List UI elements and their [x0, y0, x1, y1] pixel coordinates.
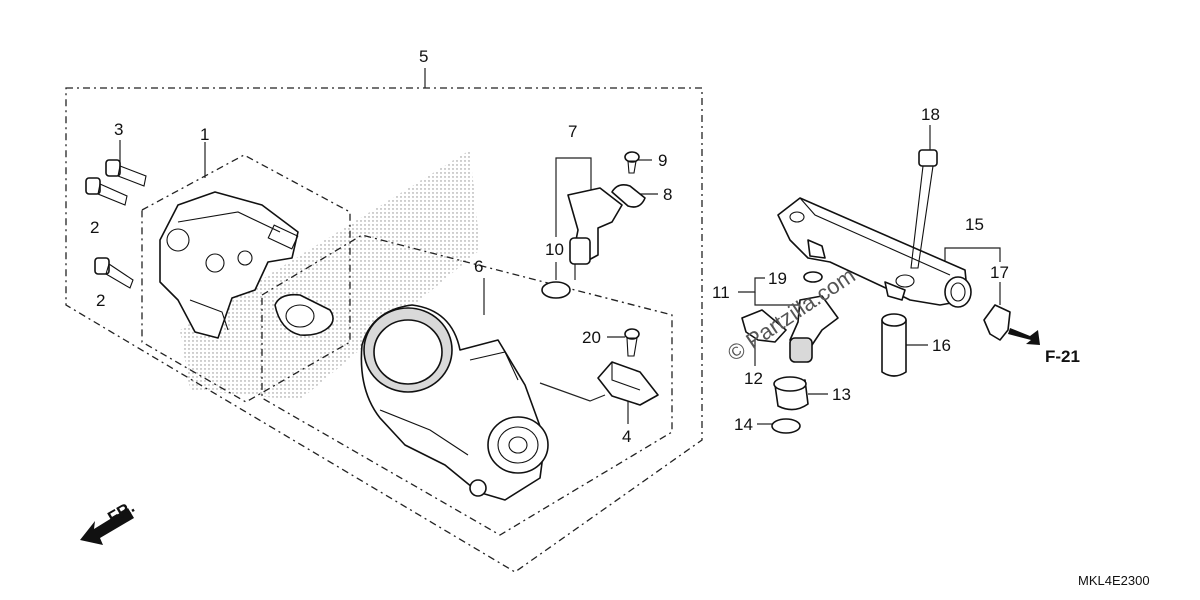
front-direction-arrow-icon — [80, 508, 134, 545]
clip-part-17 — [983, 304, 1011, 341]
o-ring-part-10 — [541, 281, 571, 299]
seal-part-13 — [773, 376, 809, 411]
bolt-part-2-upper — [85, 177, 128, 206]
callout-13: 13 — [832, 385, 851, 404]
callout-20: 20 — [582, 328, 601, 347]
injector-part-11 — [789, 295, 839, 363]
gasket — [274, 293, 334, 336]
callout-9: 9 — [658, 151, 667, 170]
subframe-1 — [141, 154, 351, 403]
callout-2-upper: 2 — [90, 218, 99, 237]
callout-16: 16 — [932, 336, 951, 355]
sensor-part-7 — [567, 187, 623, 280]
callout-3: 3 — [114, 120, 123, 139]
callout-17: 17 — [990, 263, 1009, 282]
ref-arrow-label: F-21 — [1045, 347, 1080, 366]
callout-12: 12 — [744, 369, 763, 388]
callout-11: 11 — [712, 283, 730, 302]
callout-14: 14 — [734, 415, 753, 434]
fuel-rail-part-15 — [777, 197, 972, 308]
throttle-body-part-6 — [360, 304, 549, 501]
bolt-part-3 — [105, 159, 147, 187]
bolt-part-18 — [910, 149, 938, 269]
callout-1: 1 — [200, 125, 209, 144]
callout-19: 19 — [768, 269, 787, 288]
drawing-code: MKL4E2300 — [1078, 573, 1150, 588]
ref-arrow-icon — [1008, 328, 1040, 345]
callout-7: 7 — [568, 122, 577, 141]
callout-2-lower: 2 — [96, 291, 105, 310]
bolt-part-2-lower — [94, 257, 134, 289]
bracket-part-4 — [597, 361, 659, 406]
callout-4: 4 — [622, 427, 631, 446]
assembly-frame-5 — [65, 87, 703, 573]
washer-part-19 — [803, 271, 823, 283]
callout-6: 6 — [474, 257, 483, 276]
o-ring-part-14 — [771, 418, 801, 434]
gasket-part-8 — [611, 184, 646, 208]
callout-15: 15 — [965, 215, 984, 234]
shading-band — [180, 150, 480, 400]
leader-lines — [119, 68, 1001, 425]
collar-part-16 — [881, 313, 907, 377]
callout-18: 18 — [921, 105, 940, 124]
callout-8: 8 — [663, 185, 672, 204]
screw-part-20 — [624, 328, 640, 357]
housing-part-1 — [159, 191, 299, 339]
callout-5: 5 — [419, 47, 428, 66]
screw-part-9 — [624, 151, 640, 174]
callout-10: 10 — [545, 240, 564, 259]
clip-part-12 — [741, 309, 787, 343]
